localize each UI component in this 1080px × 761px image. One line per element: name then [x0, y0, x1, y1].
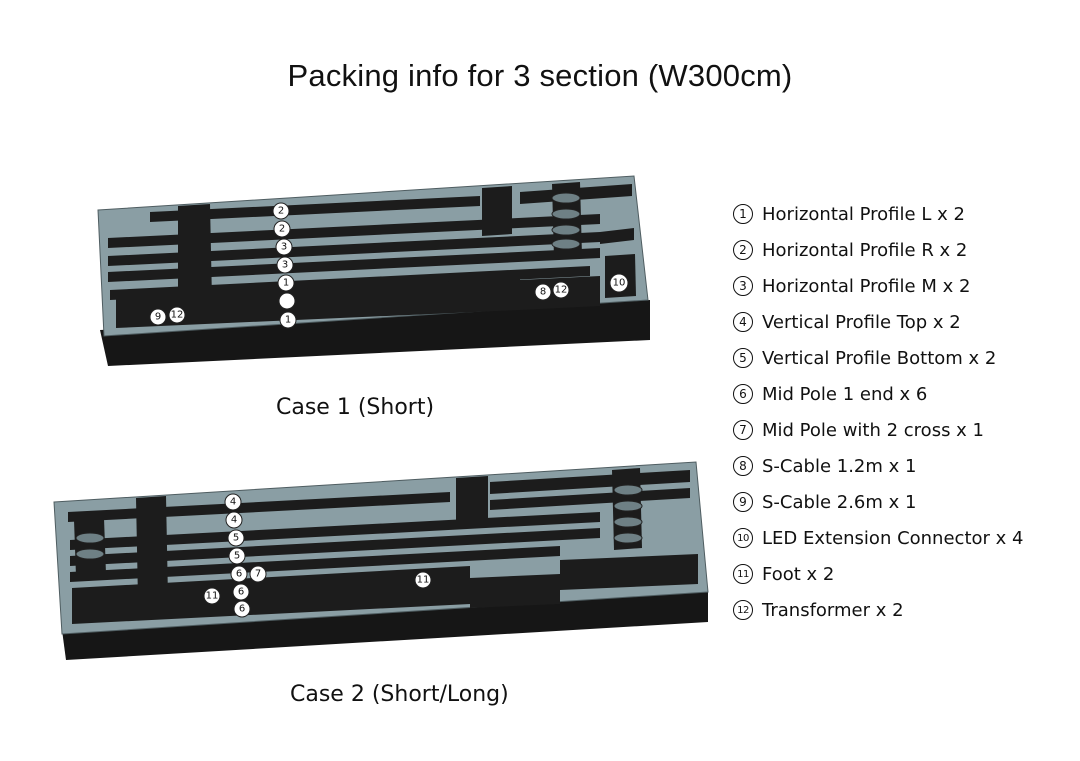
legend-item: 3 Horizontal Profile M x 2	[733, 268, 1023, 304]
legend-item: 9 S-Cable 2.6m x 1	[733, 484, 1023, 520]
legend-item: 5 Vertical Profile Bottom x 2	[733, 340, 1023, 376]
legend-number-badge: 5	[733, 348, 753, 368]
case1-marker: 1	[279, 311, 297, 329]
case2-marker: 11	[414, 571, 432, 589]
svg-text:7: 7	[255, 569, 261, 580]
legend-number-badge: 10	[733, 528, 753, 548]
legend-item: 7 Mid Pole with 2 cross x 1	[733, 412, 1023, 448]
case2-marker: 5	[228, 547, 246, 565]
case2-tray	[53, 461, 709, 660]
case2-base	[62, 592, 708, 660]
legend-label: Vertical Profile Bottom x 2	[762, 347, 997, 369]
legend-item: 6 Mid Pole 1 end x 6	[733, 376, 1023, 412]
case1-marker: 12	[552, 281, 570, 299]
legend-item: 12 Transformer x 2	[733, 592, 1023, 628]
svg-text:6: 6	[236, 569, 242, 580]
legend-label: LED Extension Connector x 4	[762, 527, 1024, 549]
case1-tray	[97, 175, 650, 366]
case1-base	[100, 300, 650, 366]
svg-text:12: 12	[555, 285, 568, 296]
case1-caption: Case 1 (Short)	[276, 395, 435, 420]
legend-label: Horizontal Profile L x 2	[762, 203, 965, 225]
legend-number-badge: 8	[733, 456, 753, 476]
legend-label: Mid Pole with 2 cross x 1	[762, 419, 985, 441]
svg-text:6: 6	[239, 604, 245, 615]
svg-text:3: 3	[281, 242, 287, 253]
legend-number-badge: 6	[733, 384, 753, 404]
legend-number-badge: 7	[733, 420, 753, 440]
svg-text:8: 8	[540, 287, 546, 298]
case2-marker: 6	[232, 583, 250, 601]
legend-item: 4 Vertical Profile Top x 2	[733, 304, 1023, 340]
legend-number-badge: 9	[733, 492, 753, 512]
svg-text:4: 4	[231, 515, 237, 526]
legend-item: 11 Foot x 2	[733, 556, 1023, 592]
case1-marker: 8	[534, 283, 552, 301]
legend-label: Vertical Profile Top x 2	[762, 311, 961, 333]
case2-caption: Case 2 (Short/Long)	[290, 682, 509, 707]
case1-marker: 9	[149, 308, 167, 326]
legend-number-badge: 3	[733, 276, 753, 296]
case1-marker: 12	[168, 306, 186, 324]
svg-text:2: 2	[278, 206, 284, 217]
legend-label: Horizontal Profile M x 2	[762, 275, 971, 297]
case2-marker: 4	[224, 493, 242, 511]
case2-marker: 6	[230, 565, 248, 583]
legend-label: S-Cable 1.2m x 1	[762, 455, 917, 477]
legend-number-badge: 12	[733, 600, 753, 620]
case2-marker: 11	[203, 587, 221, 605]
legend-label: Mid Pole 1 end x 6	[762, 383, 928, 405]
legend-number-badge: 2	[733, 240, 753, 260]
legend-item: 10 LED Extension Connector x 4	[733, 520, 1023, 556]
svg-text:11: 11	[417, 575, 430, 586]
svg-text:5: 5	[234, 551, 240, 562]
svg-text:5: 5	[233, 533, 239, 544]
svg-text:2: 2	[279, 224, 285, 235]
svg-text:9: 9	[155, 312, 161, 323]
case2-marker: 5	[227, 529, 245, 547]
legend-label: Horizontal Profile R x 2	[762, 239, 968, 261]
svg-text:11: 11	[206, 591, 219, 602]
case2-marker: 6	[233, 600, 251, 618]
case1-marker: 2	[272, 202, 290, 220]
svg-text:1: 1	[285, 315, 291, 326]
case1-marker	[278, 292, 296, 310]
page-title: Packing info for 3 section (W300cm)	[287, 58, 793, 93]
svg-text:6: 6	[238, 587, 244, 598]
case1-marker: 10	[609, 273, 629, 293]
svg-text:1: 1	[283, 278, 289, 289]
svg-text:10: 10	[613, 278, 626, 289]
legend-number-badge: 4	[733, 312, 753, 332]
legend-item: 8 S-Cable 1.2m x 1	[733, 448, 1023, 484]
legend-label: S-Cable 2.6m x 1	[762, 491, 917, 513]
legend-number-badge: 11	[733, 564, 753, 584]
case1-marker: 2	[273, 220, 291, 238]
legend-number-badge: 1	[733, 204, 753, 224]
legend-label: Transformer x 2	[762, 599, 904, 621]
legend-item: 1 Horizontal Profile L x 2	[733, 196, 1023, 232]
case1-marker: 1	[277, 274, 295, 292]
svg-text:12: 12	[171, 310, 184, 321]
svg-text:4: 4	[230, 497, 236, 508]
case1-marker: 3	[275, 238, 293, 256]
legend-label: Foot x 2	[762, 563, 835, 585]
legend-item: 2 Horizontal Profile R x 2	[733, 232, 1023, 268]
case1-marker: 3	[276, 256, 294, 274]
case2-marker: 7	[249, 565, 267, 583]
case2-marker: 4	[225, 511, 243, 529]
svg-text:3: 3	[282, 260, 288, 271]
